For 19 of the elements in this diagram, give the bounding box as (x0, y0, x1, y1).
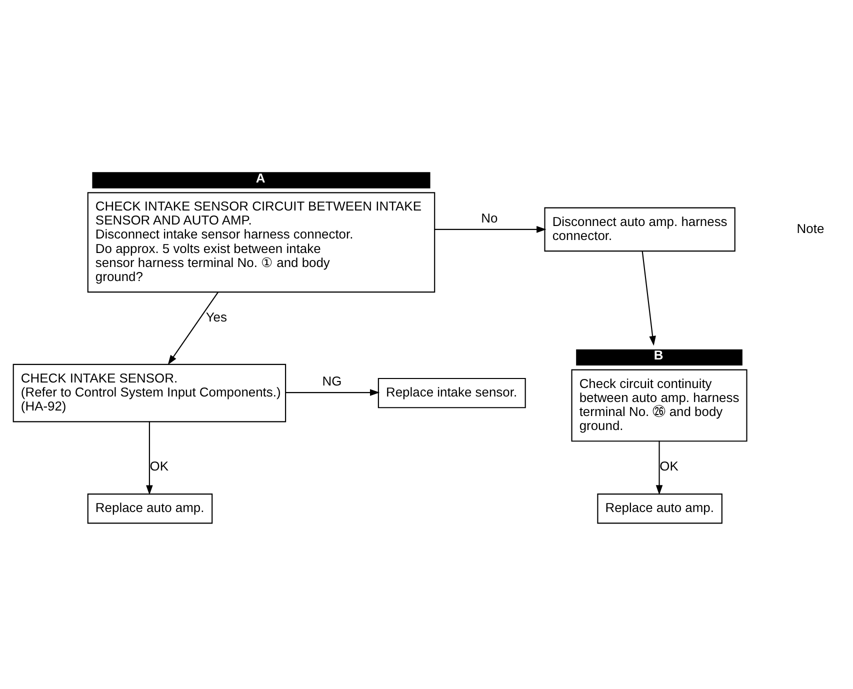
arrow (168, 291, 219, 364)
node-box: Replace auto amp. (597, 493, 722, 524)
arrow (146, 420, 153, 494)
edge-label: NG (322, 373, 342, 388)
arrow (656, 440, 663, 494)
arrow (434, 226, 546, 232)
edge-label: No (481, 210, 498, 226)
node-label: B (654, 347, 664, 362)
node-box: CHECK INTAKE SENSOR. (Refer to Control System Input Components.) (HA-92) (12, 363, 286, 422)
edge-label: Yes (206, 308, 227, 324)
node-box: Replace intake sensor. (378, 377, 526, 408)
arrow (286, 388, 380, 396)
edge-label: OK (660, 458, 678, 473)
node-label: A (256, 170, 266, 186)
arrow (642, 250, 656, 346)
edge-label: OK (150, 458, 169, 473)
node-box: Disconnect auto amp. harness connector. (544, 206, 736, 252)
node-box: Replace auto amp. (87, 493, 213, 524)
label: Note (796, 220, 824, 236)
